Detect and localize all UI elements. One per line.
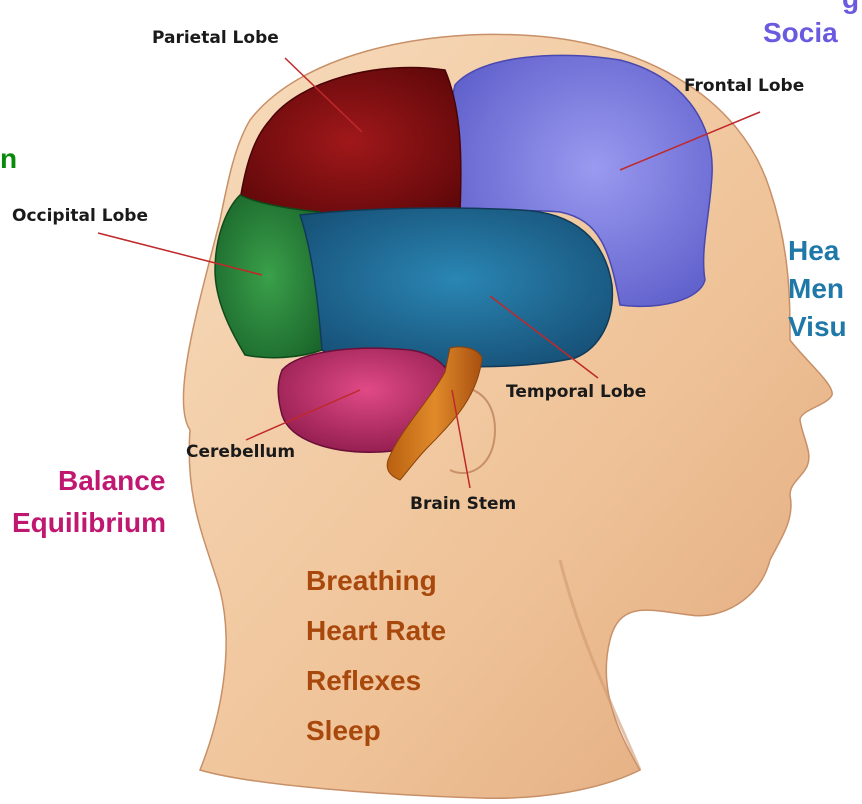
parietal-lobe	[240, 67, 461, 216]
frontal-function-partial-top: g	[842, 0, 859, 18]
brain-stem-function-2: Heart Rate	[306, 612, 446, 650]
label-occipital-lobe: Occipital Lobe	[12, 206, 148, 226]
cerebellum-function-2: Equilibrium	[12, 504, 166, 542]
brain-stem-function-3: Reflexes	[306, 662, 421, 700]
cerebellum-function-1: Balance	[58, 462, 165, 500]
temporal-function-3: Visu	[788, 308, 847, 346]
label-temporal-lobe: Temporal Lobe	[506, 382, 646, 402]
occipital-function-partial: n	[0, 140, 17, 178]
frontal-function-partial: Socia	[763, 14, 838, 52]
brain-stem-function-4: Sleep	[306, 712, 381, 750]
temporal-function-2: Men	[788, 270, 844, 308]
temporal-function-1: Hea	[788, 232, 839, 270]
label-parietal-lobe: Parietal Lobe	[152, 28, 279, 48]
label-frontal-lobe: Frontal Lobe	[684, 76, 804, 96]
label-cerebellum: Cerebellum	[186, 442, 295, 462]
brain-stem-function-1: Breathing	[306, 562, 437, 600]
label-brain-stem: Brain Stem	[410, 494, 516, 514]
temporal-lobe	[300, 208, 612, 367]
